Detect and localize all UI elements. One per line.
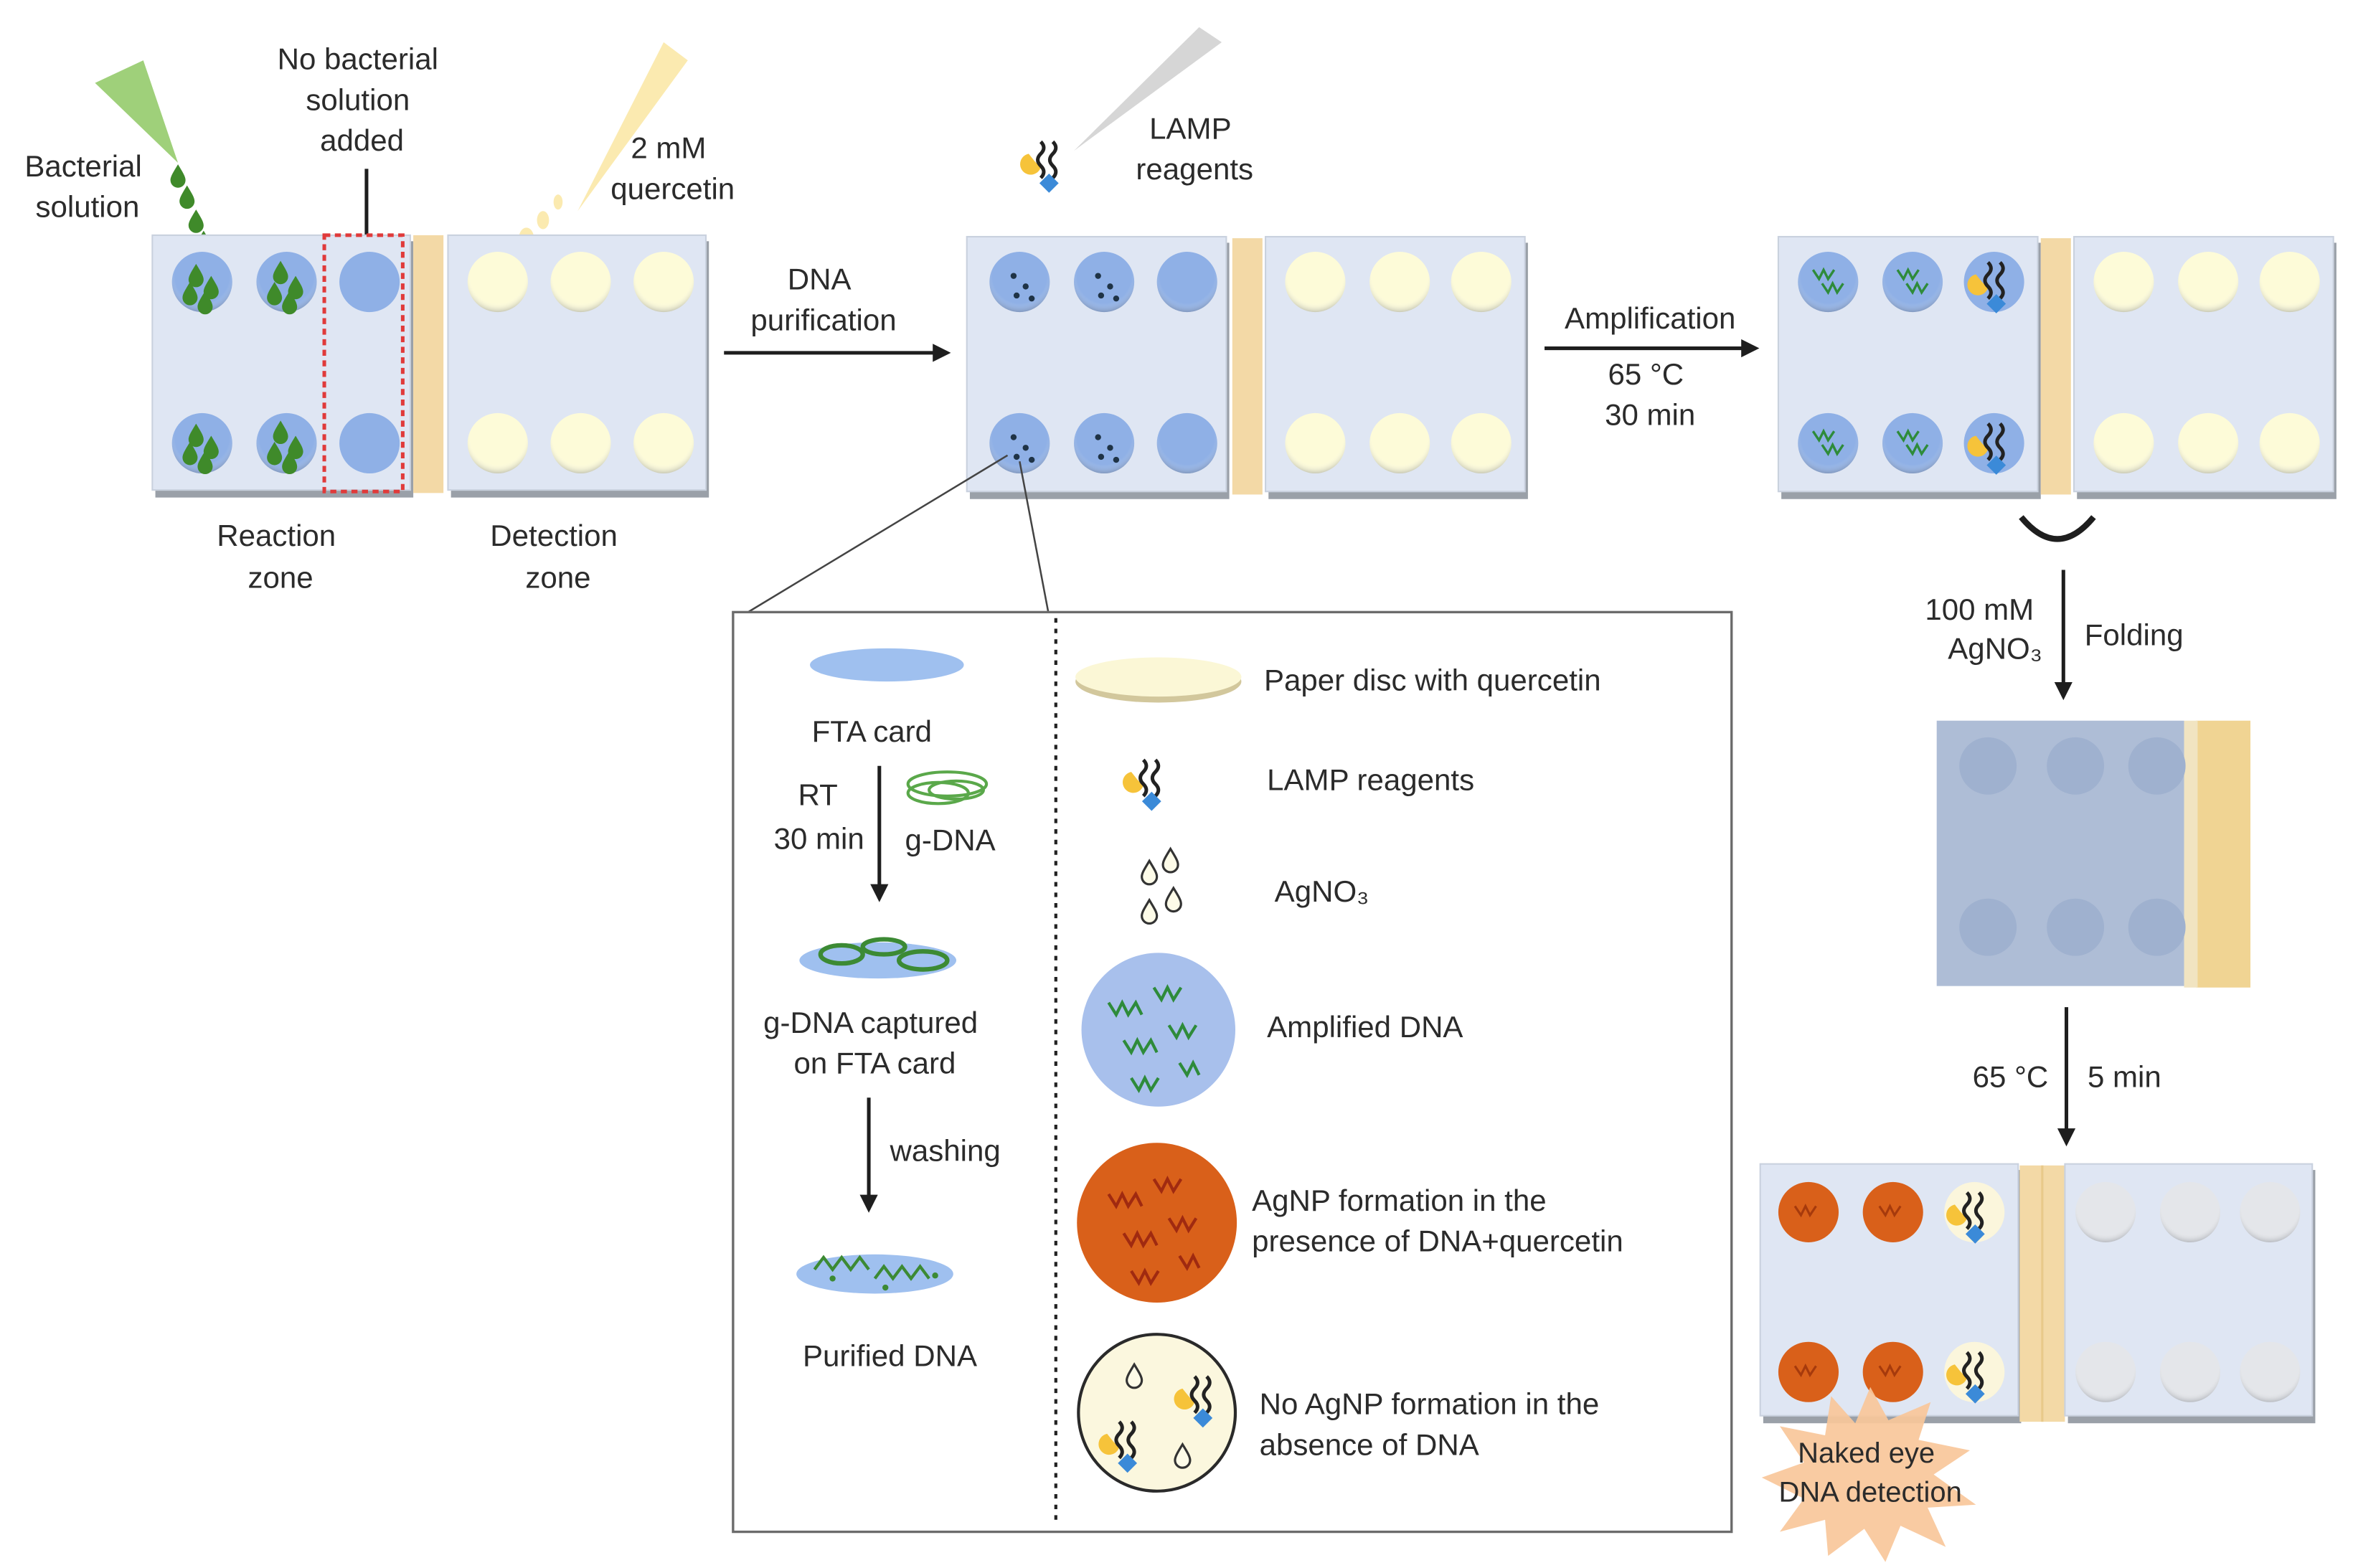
dna-purification-step: DNA purification [724,263,951,362]
legend-item: LAMP reagents [1123,760,1474,811]
gdna-label: g-DNA [905,823,996,856]
fta-card-label: FTA card [812,714,932,748]
purified-dna-icon [796,1254,953,1294]
purified-detection-wells [1285,252,1512,474]
no-bacterial-solution-label: No bacterial solution added [278,42,447,157]
paper-device-purified [966,235,1528,499]
amplified-wells [1798,252,2024,475]
purified-dna-label: Purified DNA [803,1338,977,1372]
agnp-positive-wells [1778,1181,1923,1402]
fold-arc-icon [2019,515,2096,542]
legend-item: Amplified DNA [1081,953,1463,1107]
detection-zone-label: Detection zone [490,519,626,595]
amplified-dna-icon [1081,953,1235,1107]
washing-label: washing [890,1133,1001,1167]
fta-card-icon [810,648,964,682]
agno3-concentration-label: 100 mM AgNO₃ [1925,592,2042,666]
lamp-pipette-icon [1074,27,1222,151]
svg-text:Amplified DNA: Amplified DNA [1267,1010,1463,1044]
detection-wells-after [2075,1181,2301,1402]
heating-temperature-label: 65 °C [1973,1059,2049,1093]
step1-sample-loading: Bacterial solution No bacterial solution… [24,42,735,595]
legend: Paper disc with quercetin LAMP reagents … [1075,657,1623,1493]
legend-item: AgNO₃ [1141,847,1369,925]
inset-callout-line-left [732,454,1009,623]
reaction-zone-label: Reaction zone [217,519,344,595]
svg-text:AgNP formation in the: AgNP formation in the presence of DNA+qu… [1252,1184,1623,1258]
captured-gdna-icon [799,937,957,979]
heating-step: 65 °C 5 min [1973,1007,2161,1147]
svg-text:No AgNP formation in the: No AgNP formation in the absence of DNA [1260,1387,1608,1462]
paper-disc-icon [1075,657,1242,697]
reaction-well-grid [171,252,400,475]
negative-control-highlight [322,233,405,493]
dna-purification-label: DNA purification [750,263,896,337]
paper-device-result: Naked eye DNA detection [1759,1163,2316,1562]
fold-divider [413,235,444,493]
legend-item: No AgNP formation in the absence of DNA [1077,1333,1608,1493]
starburst-icon [1761,1387,1976,1562]
bacterial-solution-label: Bacterial solution [24,149,150,224]
negative-control-wells [1944,1181,2005,1404]
lamp-reagents-icon [1020,142,1059,193]
legend-item: Paper disc with quercetin [1075,657,1601,703]
agnp-formation-icon [1077,1143,1237,1303]
inset-frame [732,610,1733,1534]
paper-device-initial [151,233,709,498]
svg-text:Paper disc with quercetin: Paper disc with quercetin [1264,663,1601,697]
amplification-label: Amplification [1565,301,1735,335]
bacterial-pipette-icon [95,60,212,255]
amplified-detection-wells [2093,252,2320,474]
paper-device-amplified [1777,235,2337,542]
step2-lamp-loading: LAMP reagents [732,27,1528,623]
no-agnp-icon [1077,1333,1237,1493]
purified-reaction-wells [989,252,1217,474]
naked-eye-detection-label: Naked eye DNA detection [1779,1437,1962,1508]
amplification-step: Amplification 65 °C 30 min [1545,301,1760,432]
folded-device [1936,720,2251,988]
lamp-reagents-label: LAMP reagents [1136,111,1253,186]
svg-text:AgNO₃: AgNO₃ [1275,874,1369,908]
detection-well-grid [467,252,694,474]
captured-gdna-label: g-DNA captured on FTA card [763,1006,986,1080]
detail-inset: FTA card RT 30 min g-DNA g-DNA captured … [732,610,1733,1534]
rt-time-label: RT 30 min [774,778,864,855]
inset-callout-line-right [1019,461,1050,613]
svg-text:LAMP reagents: LAMP reagents [1267,762,1474,796]
folding-label: Folding [2085,618,2184,652]
legend-item: AgNP formation in the presence of DNA+qu… [1077,1143,1623,1303]
gdna-icon [906,770,989,806]
quercetin-label: 2 mM quercetin [610,131,735,206]
folding-step: 100 mM AgNO₃ Folding [1925,570,2184,701]
heating-time-label: 5 min [2088,1059,2161,1093]
purification-procedure: FTA card RT 30 min g-DNA g-DNA captured … [763,648,1001,1372]
amplification-conditions: 65 °C 30 min [1605,357,1695,432]
